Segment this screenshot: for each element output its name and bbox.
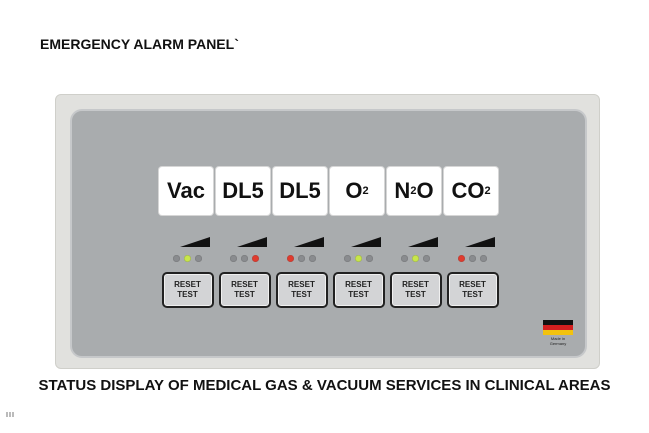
level-ramp-icon	[464, 237, 495, 247]
led-row	[401, 255, 430, 262]
gas-label-dl5-1: DL5	[216, 167, 270, 215]
flag-stripe-red	[543, 325, 573, 330]
button-label-reset: RESET	[174, 280, 201, 289]
made-in-label: Made in Germany	[549, 336, 567, 346]
status-led-off	[230, 255, 237, 262]
button-label-reset: RESET	[288, 280, 315, 289]
status-led-off	[195, 255, 202, 262]
status-led-off	[480, 255, 487, 262]
status-led-green	[184, 255, 191, 262]
status-led-off	[469, 255, 476, 262]
status-led-green	[412, 255, 419, 262]
status-led-off	[366, 255, 373, 262]
status-led-off	[423, 255, 430, 262]
level-ramp-icon	[236, 237, 267, 247]
led-row	[173, 255, 202, 262]
status-led-off	[309, 255, 316, 262]
status-led-off	[401, 255, 408, 262]
button-label-test: TEST	[234, 290, 255, 299]
button-label-reset: RESET	[231, 280, 258, 289]
gas-label-dl5-2: DL5	[273, 167, 327, 215]
status-led-red	[458, 255, 465, 262]
slide-nav-icon[interactable]	[6, 412, 14, 417]
status-led-off	[241, 255, 248, 262]
button-label-reset: RESET	[402, 280, 429, 289]
button-label-reset: RESET	[345, 280, 372, 289]
status-led-off	[173, 255, 180, 262]
status-led-green	[355, 255, 362, 262]
panel-title: EMERGENCY ALARM PANEL`	[40, 36, 239, 52]
level-ramp-icon	[407, 237, 438, 247]
status-led-off	[298, 255, 305, 262]
led-row	[344, 255, 373, 262]
button-label-test: TEST	[348, 290, 369, 299]
button-label-test: TEST	[291, 290, 312, 299]
status-led-red	[252, 255, 259, 262]
button-label-test: TEST	[177, 290, 198, 299]
status-led-off	[344, 255, 351, 262]
gas-label-vac: Vac	[159, 167, 213, 215]
led-row	[230, 255, 259, 262]
flag-stripe-black	[543, 320, 573, 325]
germany-flag-badge: Made in Germany	[543, 320, 573, 346]
level-ramp-icon	[350, 237, 381, 247]
button-label-reset: RESET	[459, 280, 486, 289]
level-ramp-icon	[293, 237, 324, 247]
flag-stripe-gold	[543, 330, 573, 335]
status-caption: STATUS DISPLAY OF MEDICAL GAS & VACUUM S…	[38, 377, 611, 394]
button-label-test: TEST	[462, 290, 483, 299]
status-led-red	[287, 255, 294, 262]
button-label-test: TEST	[405, 290, 426, 299]
level-ramp-icon	[179, 237, 210, 247]
led-row	[458, 255, 487, 262]
led-row	[287, 255, 316, 262]
